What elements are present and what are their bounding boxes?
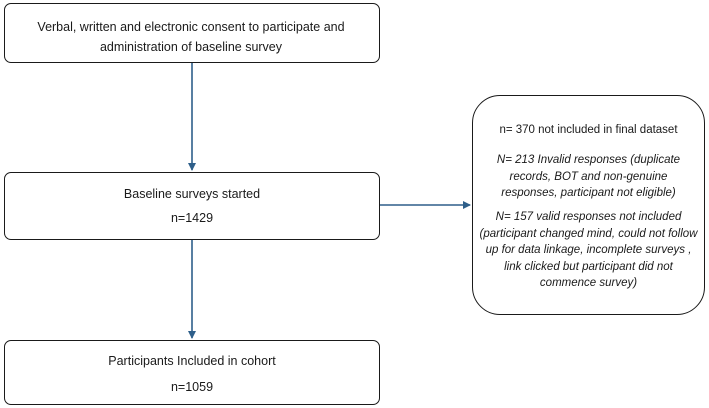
started-title: Baseline surveys started [123, 187, 261, 201]
invalid-responses-text: N= 213 Invalid responses (duplicate reco… [496, 154, 681, 199]
cohort-title: Participants Included in cohort [108, 354, 276, 368]
consent-box: Verbal, written and electronic consent t… [4, 3, 380, 63]
cohort-box: Participants Included in cohort n=1059 [4, 340, 380, 405]
valid-not-included-text: N= 157 valid responses not included (par… [479, 211, 698, 289]
baseline-surveys-started-box: Baseline surveys started n=1429 [4, 172, 380, 240]
excluded-header: n= 370 not included in final dataset [499, 124, 678, 136]
started-count: n=1429 [170, 211, 214, 225]
cohort-count: n=1059 [170, 380, 214, 394]
excluded-box: n= 370 not included in final dataset N= … [472, 95, 705, 315]
consent-text: Verbal, written and electronic consent t… [37, 20, 345, 54]
